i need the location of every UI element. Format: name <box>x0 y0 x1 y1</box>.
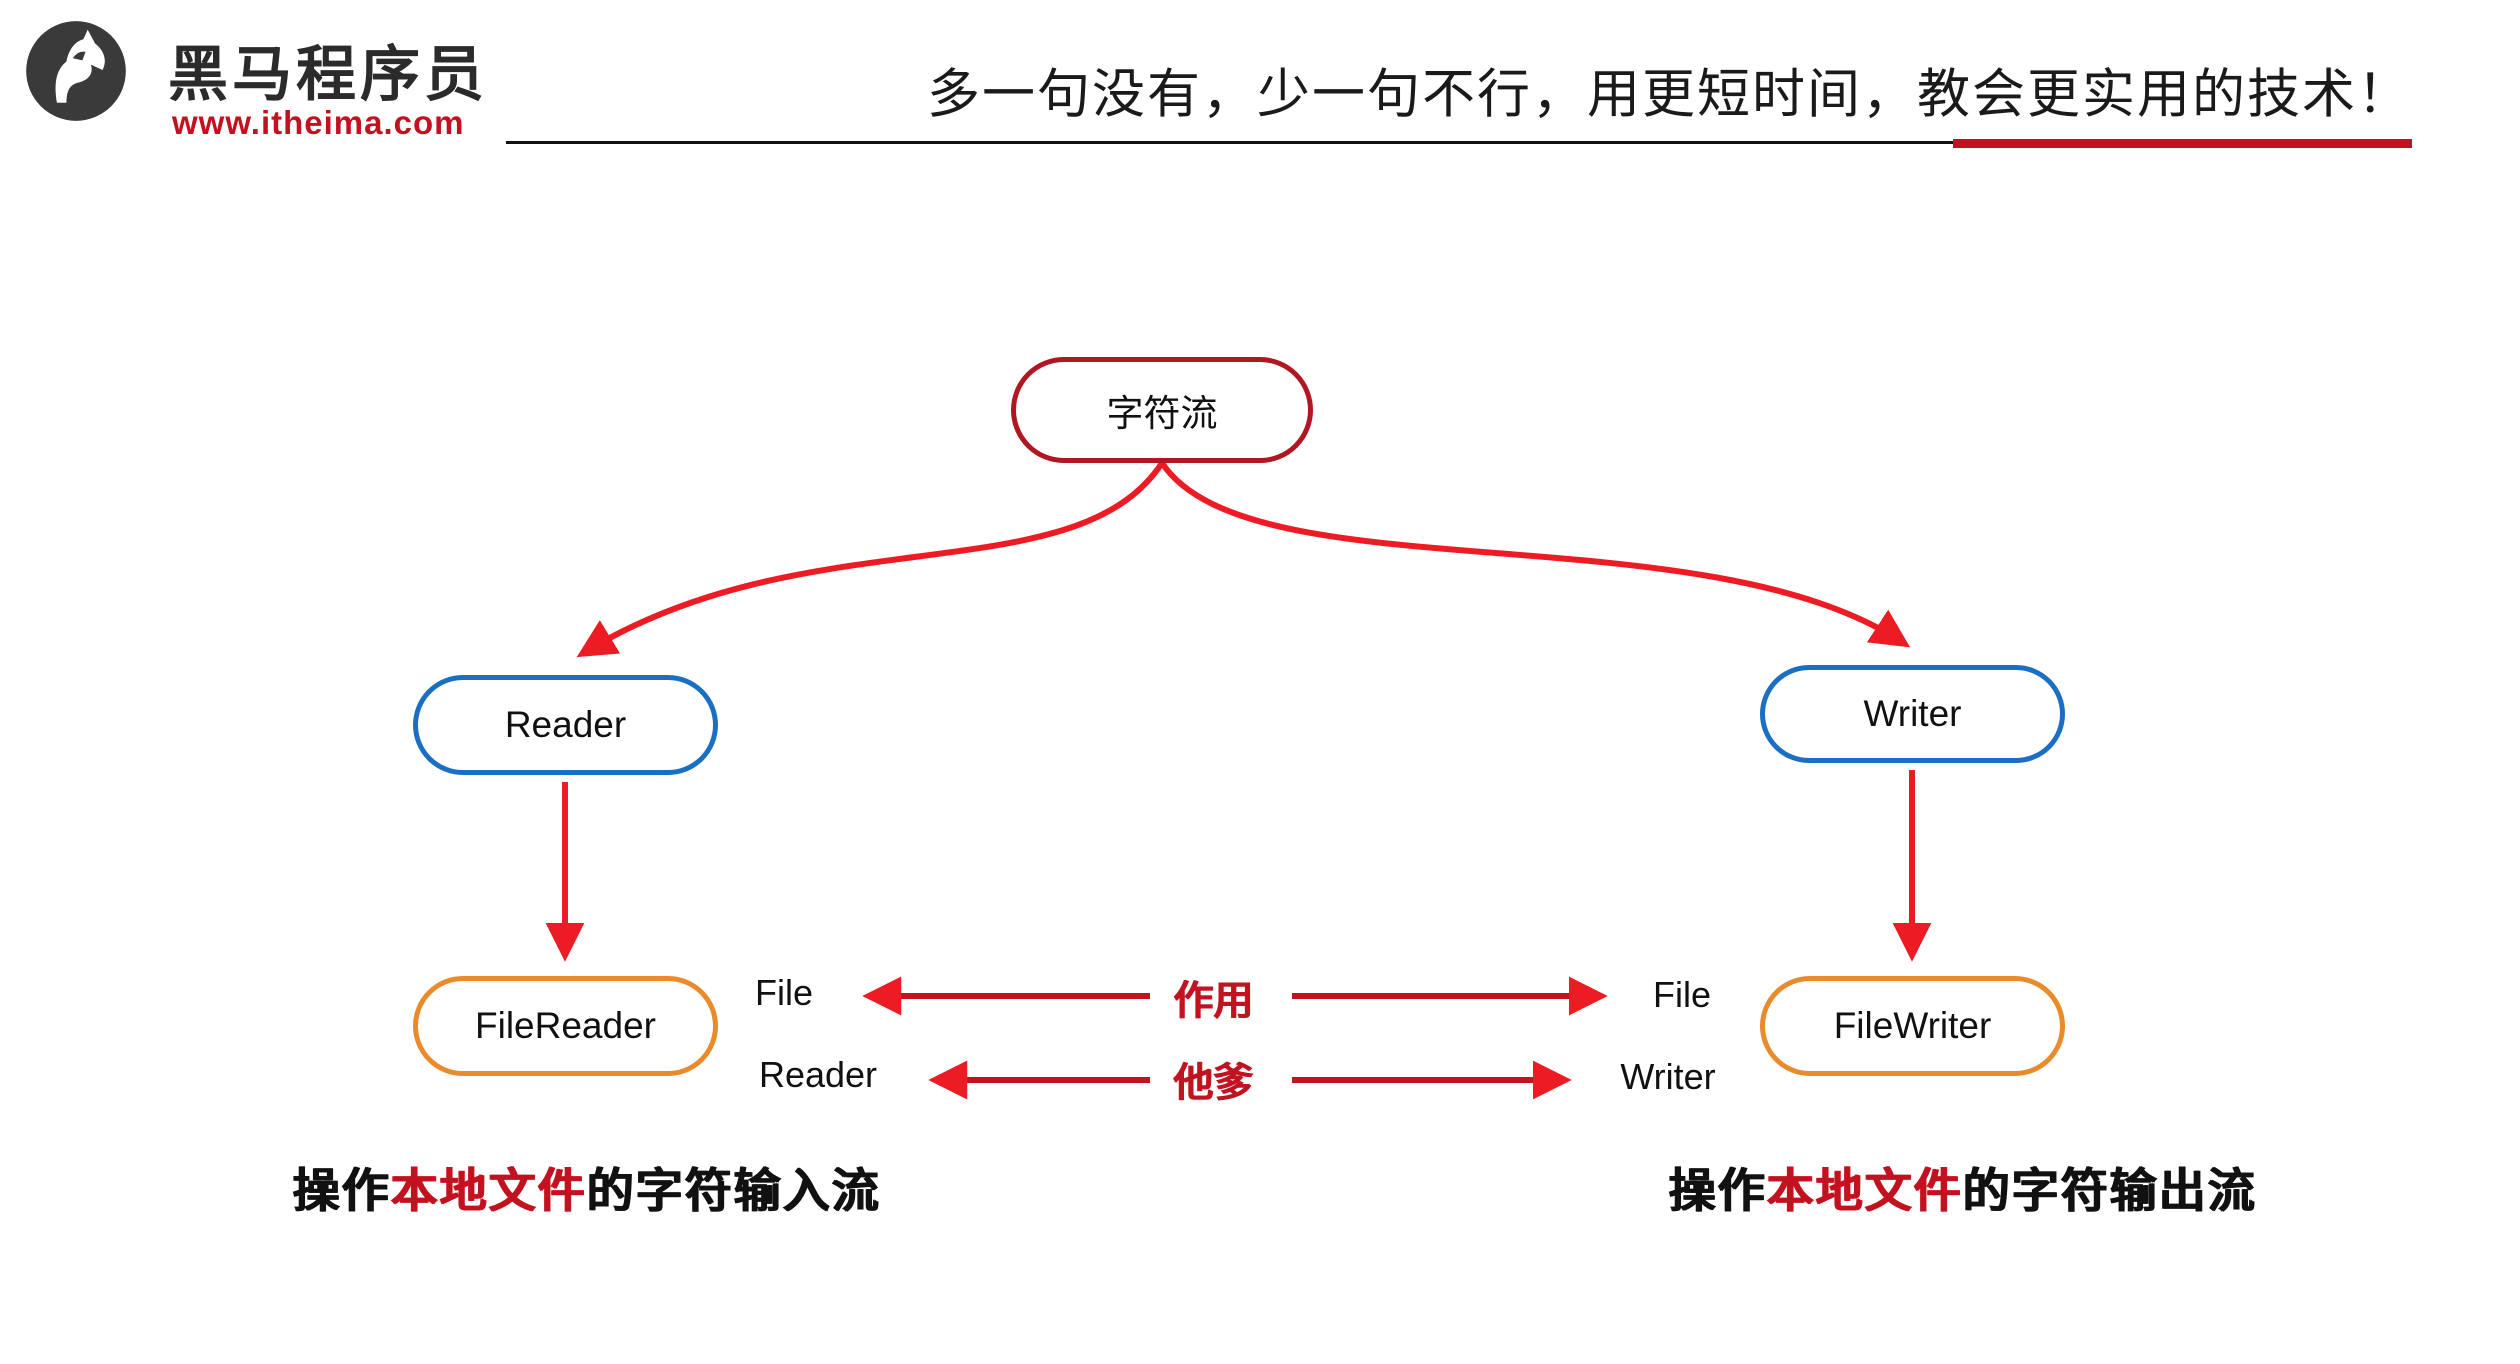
slogan-text: 多一句没有，少一句不行，用更短时间，教会更实用的技术！ <box>927 66 2412 124</box>
node-filewriter: FileWriter <box>1760 976 2065 1076</box>
cmp-row1-right: File <box>1652 974 1711 1015</box>
node-filewriter-label: FileWriter <box>1833 1005 1992 1046</box>
node-filereader: FileReader <box>413 976 718 1076</box>
caption-right-highlight: 本地文件 <box>1766 1164 1962 1217</box>
node-char-stream: 字符流 <box>1011 357 1313 463</box>
caption-input-stream: 操作本地文件的字符输入流 <box>292 1152 880 1221</box>
caption-right-prefix: 操作 <box>1668 1164 1766 1217</box>
slogan-underline-black <box>506 141 2412 144</box>
brand-name: 黑马程序员 <box>168 41 488 108</box>
caption-left-highlight: 本地文件 <box>390 1164 586 1217</box>
caption-output-stream: 操作本地文件的字符输出流 <box>1668 1152 2256 1221</box>
caption-left-suffix: 的字符输入流 <box>586 1164 880 1217</box>
brand-url: www.itheima.com <box>172 104 465 141</box>
cmp-row1-center: 作用 <box>1173 979 1253 1023</box>
caption-right-suffix: 的字符输出流 <box>1962 1164 2256 1217</box>
arrow-root-to-reader <box>576 461 1165 658</box>
node-reader-label: Reader <box>504 704 627 745</box>
cmp-row1-left: File <box>754 972 813 1013</box>
node-reader: Reader <box>413 675 718 775</box>
arrow-root-to-writer <box>1159 461 1911 648</box>
node-filereader-label: FileReader <box>475 1005 656 1046</box>
horse-icon <box>26 21 126 121</box>
node-char-stream-label: 字符流 <box>1106 393 1218 434</box>
caption-left-prefix: 操作 <box>292 1164 390 1217</box>
cmp-row2-right: Writer <box>1620 1056 1716 1097</box>
cmp-row2-center: 他爹 <box>1173 1061 1253 1105</box>
slogan-underline-red <box>1953 139 2412 148</box>
itheima-logo <box>23 18 129 124</box>
cmp-row2-left: Reader <box>758 1054 878 1095</box>
node-writer-label: Writer <box>1863 693 1962 734</box>
node-writer: Writer <box>1760 665 2065 763</box>
